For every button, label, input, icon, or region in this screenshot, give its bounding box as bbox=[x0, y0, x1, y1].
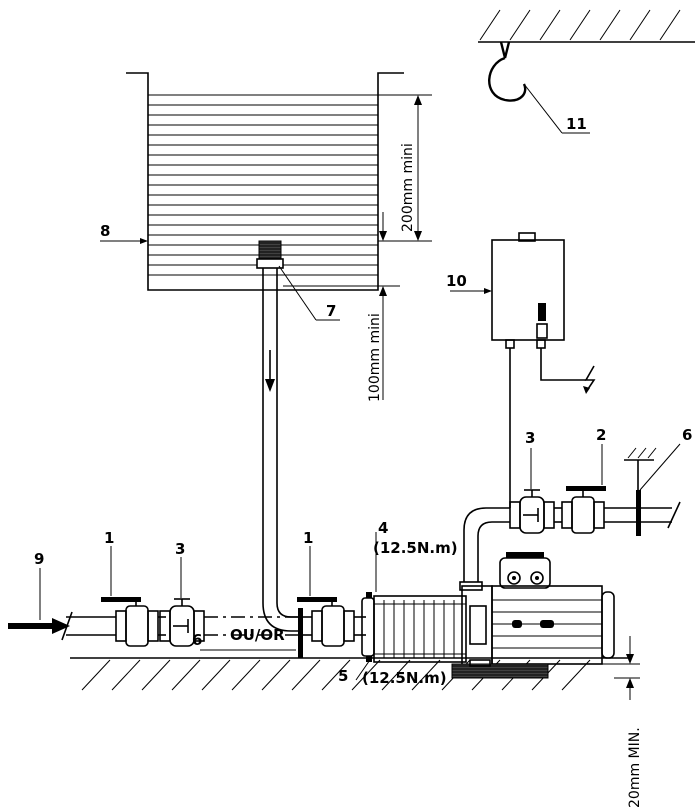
suction-pipe bbox=[262, 268, 300, 632]
pump-assembly bbox=[361, 507, 615, 679]
pipe-support-left bbox=[298, 608, 303, 658]
pump-stage-lines bbox=[383, 600, 455, 658]
leader-11 bbox=[523, 83, 563, 134]
pump-suction-flange bbox=[361, 597, 375, 657]
label-1-left: 1 bbox=[104, 529, 114, 547]
ceiling-hook-group: 11 bbox=[478, 9, 695, 134]
lightning-icon bbox=[584, 365, 596, 393]
label-11: 11 bbox=[566, 115, 587, 133]
foot-strainer bbox=[258, 240, 282, 260]
valve-handle-left bbox=[101, 597, 141, 602]
ball-valve-mid bbox=[297, 597, 366, 647]
label-4: 4 bbox=[378, 519, 388, 537]
label-6-left: 6 bbox=[192, 631, 202, 649]
leader-5 bbox=[355, 656, 373, 681]
pressure-controller bbox=[491, 239, 565, 341]
dim-100mm: 100mm mini bbox=[367, 313, 383, 402]
pump-stages bbox=[373, 595, 467, 663]
label-3-right: 3 bbox=[525, 429, 535, 447]
torque-labels: 4 (12.5N.m) 5 (12.5N.m) bbox=[338, 519, 458, 687]
inlet-arrow-icon bbox=[52, 618, 70, 634]
label-8: 8 bbox=[100, 222, 110, 240]
torque-bottom: (12.5N.m) bbox=[362, 669, 447, 687]
discharge-line: 3 2 6 bbox=[509, 426, 692, 536]
leader-7 bbox=[278, 265, 317, 321]
ball-valve-left bbox=[101, 597, 159, 647]
floor-gap-dimension: 20mm MIN. bbox=[558, 636, 643, 808]
power-cable bbox=[540, 348, 586, 381]
or-note: OU/OR bbox=[230, 626, 285, 644]
ceiling-hatch bbox=[479, 9, 681, 41]
valve-handle-mid bbox=[297, 597, 337, 602]
support-left: 6 OU/OR bbox=[192, 608, 303, 658]
label-3-left: 3 bbox=[175, 540, 185, 558]
label-2: 2 bbox=[596, 426, 606, 444]
motor-fan-cover bbox=[601, 591, 615, 659]
label-6-right: 6 bbox=[682, 426, 692, 444]
terminal-box bbox=[499, 557, 551, 589]
inlet-line: 9 1 3 bbox=[8, 529, 300, 647]
pump-base bbox=[451, 663, 549, 679]
leader-6-right bbox=[639, 443, 681, 491]
label-7: 7 bbox=[326, 302, 336, 320]
strainer-base bbox=[256, 258, 284, 269]
label-5: 5 bbox=[338, 667, 348, 685]
hook-icon bbox=[488, 41, 527, 102]
ball-valve-right bbox=[571, 496, 595, 534]
dim-20mm: 20mm MIN. bbox=[627, 727, 643, 808]
valve-handle-right bbox=[566, 486, 606, 491]
storage-tank: 8 7 bbox=[100, 72, 404, 321]
torque-top: (12.5N.m) bbox=[373, 539, 458, 557]
dim-200mm: 200mm mini bbox=[400, 143, 416, 232]
tank-water-lines bbox=[148, 94, 378, 276]
tank-dimensions: 200mm mini 100mm mini bbox=[283, 94, 432, 402]
control-box: 10 bbox=[446, 232, 596, 508]
label-1-mid: 1 bbox=[303, 529, 313, 547]
label-9: 9 bbox=[34, 550, 44, 568]
flow-arrow-down-icon bbox=[265, 379, 275, 392]
label-10: 10 bbox=[446, 272, 467, 290]
check-valve-left bbox=[159, 598, 205, 647]
pipe-support-right bbox=[636, 490, 641, 536]
